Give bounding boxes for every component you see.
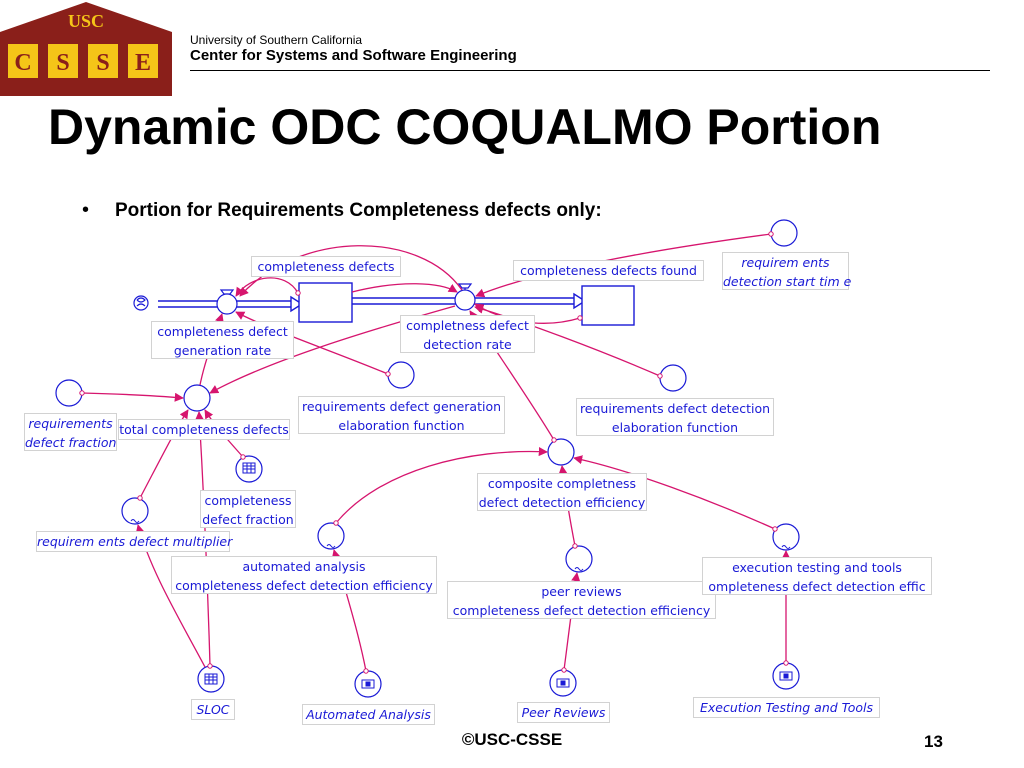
bullet-text: Portion for Requirements Completeness de…: [115, 200, 602, 221]
label-sloc: SLOC: [191, 699, 235, 720]
node-req-gen-elab: [387, 361, 415, 389]
cloud-source-icon: [133, 295, 149, 311]
node-automated-eff: [317, 522, 345, 550]
slide-title: Dynamic ODC COQUALMO Portion: [48, 99, 882, 155]
table-icons: [204, 462, 256, 685]
university-name: University of Southern California: [190, 33, 363, 47]
center-name: Center for Systems and Software Engineer…: [190, 47, 517, 64]
node-total-completeness-defects: [183, 384, 211, 412]
node-req-defect-multiplier: [121, 497, 149, 525]
label-completeness-fraction: completeness defect fraction: [200, 490, 296, 528]
label-detection-rate: completness defect detection rate: [400, 315, 535, 353]
usc-csse-logo: USC C S S E: [0, 0, 172, 100]
svg-text:C: C: [14, 50, 31, 76]
node-req-defect-fraction: [55, 379, 83, 407]
label-automated-analysis: Automated Analysis: [302, 704, 435, 725]
label-req-detection-start: requirem ents detection start tim e: [722, 252, 851, 290]
page-number: 13: [924, 732, 943, 751]
valve-generation-rate: [216, 289, 238, 315]
label-exec-eff: execution testing and tools ompleteness …: [702, 557, 932, 595]
valve-detection-rate: [454, 283, 476, 311]
bullet-marker: •: [82, 199, 90, 221]
node-req-detection-start: [770, 219, 798, 247]
label-peer-eff: peer reviews completeness defect detecti…: [447, 581, 716, 619]
label-req-det-elab: requirements defect detection elaboratio…: [576, 398, 774, 436]
svg-text:S: S: [96, 50, 109, 76]
label-generation-rate: completeness defect generation rate: [151, 321, 294, 359]
footer-copyright: ©USC-CSSE: [461, 730, 563, 749]
logo-usc-text: USC: [68, 11, 104, 31]
label-req-gen-elab: requirements defect generation elaborati…: [298, 396, 505, 434]
label-total-completeness-defects: total completeness defects: [118, 419, 290, 440]
label-automated-eff: automated analysis completeness defect d…: [171, 556, 437, 594]
label-req-defect-fraction: requirements defect fraction: [24, 413, 117, 451]
label-execution-testing-tools: Execution Testing and Tools: [693, 697, 880, 718]
label-completeness-defects-found: completeness defects found: [513, 260, 704, 281]
node-composite-eff: [547, 438, 575, 466]
label-completeness-defects: completeness defects: [251, 256, 401, 277]
node-peer-eff: [565, 545, 593, 573]
label-composite-eff: composite completness defect detection e…: [477, 473, 647, 511]
logo-letters: C S S E: [8, 44, 158, 78]
stock-completeness-defects-found: [581, 285, 635, 326]
constant-icons: [361, 671, 793, 689]
label-peer-reviews: Peer Reviews: [517, 702, 610, 723]
node-req-det-elab: [659, 364, 687, 392]
svg-text:S: S: [56, 50, 69, 76]
header-divider: [190, 70, 990, 71]
stock-completeness-defects: [298, 282, 353, 323]
svg-text:E: E: [135, 50, 151, 76]
label-req-defect-multiplier: requirem ents defect multiplier: [36, 531, 232, 552]
node-exec-eff: [772, 523, 800, 551]
